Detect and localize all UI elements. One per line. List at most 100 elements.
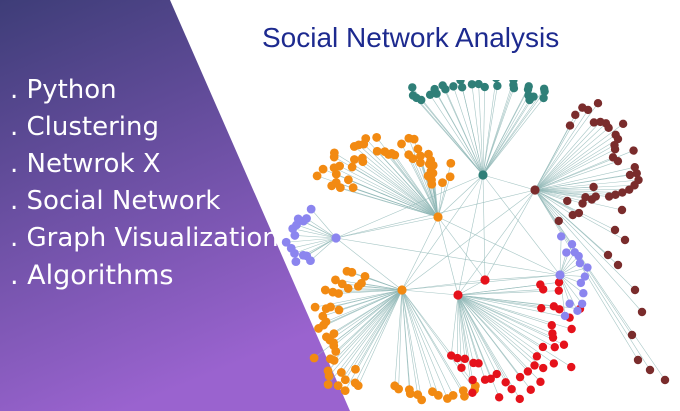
topic-item-clustering: . Clustering	[10, 112, 160, 142]
maroon-cluster-node	[603, 250, 613, 260]
lavender-cluster-node	[580, 272, 590, 281]
maroon-cluster-node	[617, 205, 627, 215]
teal-cluster-node	[408, 83, 417, 92]
orange-cluster-node	[343, 284, 353, 293]
maroon-cluster-node	[593, 99, 603, 108]
red-cluster-node	[567, 362, 576, 372]
lavender-cluster-node	[576, 278, 586, 288]
orange-cluster-node	[372, 133, 382, 142]
orange-cluster-node	[360, 272, 370, 281]
orange-cluster-node	[329, 148, 339, 158]
lavender-cluster-node	[281, 237, 291, 247]
lavender-cluster-node	[286, 243, 296, 253]
teal-cluster-node	[467, 80, 477, 89]
orange-cluster-node	[361, 134, 371, 143]
red-cluster-node	[554, 278, 564, 287]
orange-cluster-node	[390, 381, 400, 391]
topic-list: . Python . Clustering . Netwrok X . Soci…	[10, 72, 279, 294]
lavender-cluster-node	[302, 214, 311, 223]
red-cluster-node	[468, 388, 477, 398]
orange-cluster-node	[310, 302, 320, 312]
red-cluster-node	[554, 286, 563, 295]
maroon-cluster-node	[568, 210, 577, 220]
maroon-cluster-node	[554, 216, 563, 226]
red-cluster-node	[460, 354, 470, 364]
maroon-cluster-node	[633, 355, 643, 365]
orange-cluster-node	[445, 172, 455, 182]
orange-cluster-node	[322, 332, 331, 342]
orange-cluster-node	[340, 386, 350, 395]
red-cluster-node	[539, 285, 548, 294]
maroon-cluster-node	[563, 196, 572, 206]
red-cluster-node	[532, 352, 542, 361]
maroon-cluster-node	[613, 156, 623, 166]
red-cluster-node	[559, 340, 569, 349]
red-cluster-node	[457, 363, 466, 372]
red-cluster-node	[480, 275, 490, 285]
red-cluster-node	[538, 363, 548, 373]
maroon-cluster-node	[581, 192, 590, 202]
teal-cluster-node	[457, 83, 467, 92]
orange-cluster-node	[329, 329, 339, 338]
maroon-cluster-node	[632, 169, 641, 178]
teal-cluster-node	[480, 82, 489, 92]
red-cluster-node	[507, 384, 516, 394]
red-cluster-node	[538, 342, 548, 352]
red-cluster-node	[492, 369, 501, 379]
orange-cluster-node	[372, 146, 382, 156]
maroon-cluster-node	[625, 185, 634, 194]
maroon-cluster-node	[660, 375, 670, 385]
red-cluster-node	[530, 361, 539, 370]
maroon-cluster-node	[587, 195, 597, 204]
orange-cluster-node	[347, 162, 357, 172]
maroon-cluster-node	[629, 146, 638, 155]
red-cluster-node	[548, 333, 558, 342]
lavender-cluster-node	[573, 306, 582, 315]
topic-item-graph-visualization: . Graph Visualization	[10, 223, 279, 253]
orange-cluster-node	[343, 175, 353, 185]
lavender-cluster-node	[556, 232, 566, 241]
lavender-cluster-node	[579, 289, 588, 298]
orange-cluster-node	[404, 385, 414, 395]
maroon-cluster-node	[611, 190, 620, 199]
orange-cluster-node	[333, 381, 343, 391]
red-cluster-node	[453, 290, 463, 300]
lavender-cluster-node	[290, 231, 300, 240]
red-cluster-node	[550, 342, 559, 352]
teal-cluster-node	[478, 170, 488, 180]
orange-cluster-node	[438, 178, 447, 187]
orange-cluster-node	[336, 368, 346, 377]
orange-cluster-node	[312, 171, 322, 181]
topic-item-algorithms: . Algorithms	[10, 260, 174, 291]
orange-cluster-node	[349, 155, 359, 164]
orange-cluster-node	[323, 380, 333, 389]
red-cluster-node	[469, 358, 478, 368]
orange-cluster-node	[334, 289, 343, 298]
lavender-cluster-node	[574, 251, 583, 261]
lavender-cluster-node	[560, 311, 570, 321]
red-cluster-node	[555, 305, 564, 314]
maroon-cluster-node	[618, 119, 628, 129]
red-cluster-node	[526, 385, 535, 394]
orange-cluster-node	[409, 134, 419, 144]
red-cluster-node	[567, 324, 576, 334]
orange-cluster-node	[334, 305, 344, 315]
orange-cluster-node	[428, 387, 437, 397]
orange-cluster-node	[318, 311, 328, 321]
red-cluster-node	[537, 303, 546, 313]
lavender-cluster-node	[565, 299, 574, 308]
teal-cluster-node	[430, 84, 439, 94]
orange-cluster-node	[397, 285, 407, 295]
lavender-cluster-node	[575, 258, 585, 268]
orange-cluster-node	[331, 178, 341, 187]
red-cluster-node	[480, 375, 490, 384]
orange-cluster-node	[337, 279, 347, 289]
teal-cluster-node	[425, 90, 435, 100]
teal-cluster-node	[540, 87, 549, 96]
lavender-cluster-node	[291, 257, 301, 267]
lavender-cluster-node	[298, 250, 308, 260]
orange-cluster-node	[323, 366, 333, 376]
maroon-cluster-node	[583, 105, 593, 115]
maroon-cluster-node	[630, 285, 640, 295]
